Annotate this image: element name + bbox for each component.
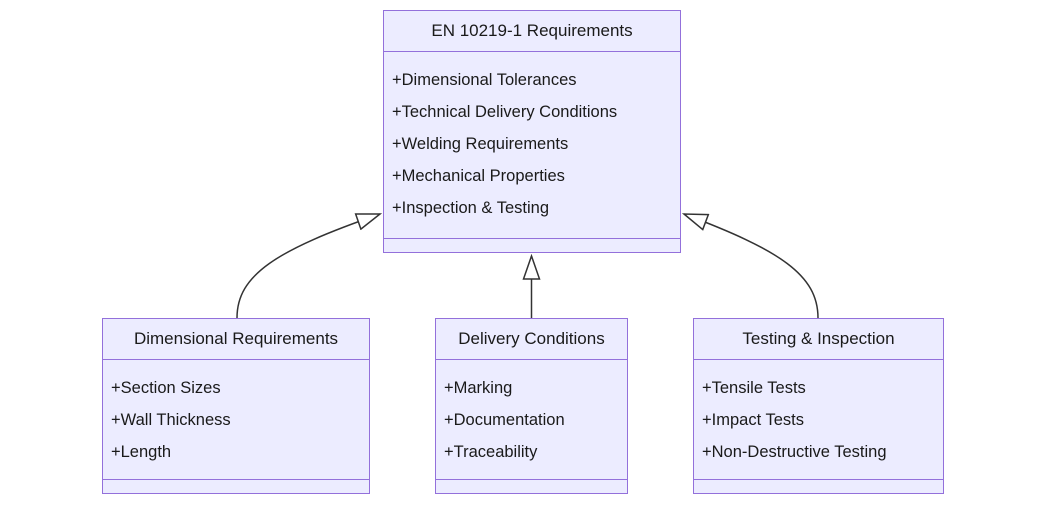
class-methods-empty — [436, 479, 627, 493]
attribute-row: +Marking — [444, 379, 513, 397]
class-title: Testing & Inspection — [694, 319, 943, 360]
attribute-row: +Documentation — [444, 411, 565, 429]
attribute-row: +Inspection & Testing — [392, 199, 550, 217]
class-methods-empty — [103, 479, 369, 493]
class-node-testing-inspection: Testing & Inspection +Tensile Tests +Impa… — [693, 318, 944, 494]
class-attributes: +Dimensional Tolerances +Technical Delive… — [384, 52, 680, 238]
attribute-row: +Length — [111, 443, 172, 461]
attribute-row: +Traceability — [444, 443, 538, 461]
class-attributes: +Tensile Tests +Impact Tests +Non-Destruct… — [694, 360, 943, 479]
inheritance-edge-testing — [684, 214, 819, 319]
class-methods-empty — [384, 238, 680, 252]
attribute-row: +Wall Thickness — [111, 411, 231, 429]
class-node-dimensional-requirements: Dimensional Requirements +Section Sizes+… — [102, 318, 370, 494]
class-node-delivery-conditions: Delivery Conditions +Marking +Documentati… — [435, 318, 628, 494]
attribute-row: +Technical Delivery Conditions — [392, 103, 618, 121]
class-node-en-10219-1-requirements: EN 10219-1 Requirements +Dimensional Tol… — [383, 10, 681, 253]
class-attributes: +Marking +Documentation +Traceability — [436, 360, 627, 479]
inheritance-edge-dimensional — [236, 214, 380, 319]
attribute-row: +Tensile Tests — [702, 379, 806, 397]
class-attributes: +Section Sizes +Wall Thickness +Length — [103, 360, 369, 479]
attribute-row: +Section Sizes — [111, 379, 221, 397]
attribute-row: +Impact Tests — [702, 411, 804, 429]
class-methods-empty — [694, 479, 943, 493]
class-title: EN 10219-1 Requirements — [384, 11, 680, 52]
attribute-row: +Welding Requirements — [392, 135, 569, 153]
class-title: Delivery Conditions — [436, 319, 627, 360]
attribute-row: +Dimensional Tolerances — [392, 71, 577, 89]
class-title: Dimensional Requirements — [103, 319, 369, 360]
attribute-row: +Mechanical Properties — [392, 167, 565, 185]
attribute-row: +Non-Destructive Testing — [702, 443, 887, 461]
